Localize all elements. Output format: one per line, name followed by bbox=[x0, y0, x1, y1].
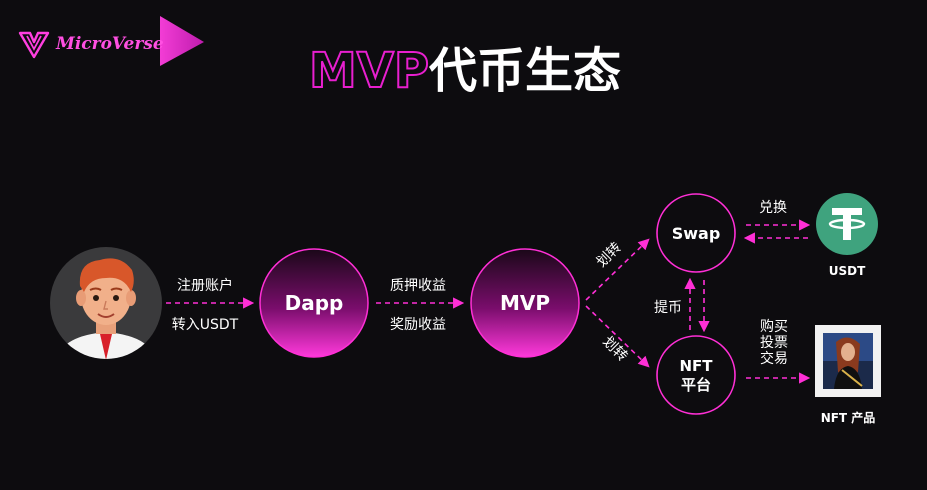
edge-label-exchange: 兑换 bbox=[759, 199, 787, 216]
nft-product-caption: NFT 产品 bbox=[821, 410, 876, 425]
title-highlight: MVP bbox=[309, 43, 429, 99]
logo-text: MicroVerse bbox=[55, 34, 164, 54]
edge-label-reward-yield: 奖励收益 bbox=[390, 316, 446, 333]
node-swap[interactable]: Swap bbox=[656, 193, 736, 273]
brand-logo[interactable]: MicroVerse bbox=[18, 16, 204, 66]
node-mvp-label: MVP bbox=[500, 291, 550, 315]
title-text: 代币生态 bbox=[428, 43, 621, 99]
tether-icon[interactable] bbox=[816, 193, 878, 255]
microverse-logo-icon bbox=[18, 16, 204, 66]
usdt-caption: USDT bbox=[829, 264, 866, 278]
node-dapp[interactable]: Dapp bbox=[259, 248, 369, 358]
nft-artwork-icon[interactable] bbox=[815, 325, 881, 397]
edge-label-buy: 购买 bbox=[760, 319, 788, 335]
edge-label-register: 注册账户 bbox=[177, 277, 233, 294]
edge-label-transfer-nft: 划转 bbox=[599, 334, 630, 365]
edge-label-trade: 交易 bbox=[760, 350, 788, 367]
edge-label-withdraw: 提币 bbox=[654, 300, 682, 316]
edge-label-vote: 投票 bbox=[760, 335, 788, 351]
node-nft-label-line2: 平台 bbox=[681, 376, 711, 394]
node-swap-label: Swap bbox=[672, 224, 721, 243]
edge-label-staking-yield: 质押收益 bbox=[390, 278, 446, 294]
node-mvp[interactable]: MVP bbox=[470, 248, 580, 358]
node-nft-label-line1: NFT bbox=[679, 357, 713, 375]
node-nft-platform[interactable]: NFT 平台 bbox=[656, 335, 736, 415]
node-dapp-label: Dapp bbox=[285, 291, 344, 315]
user-avatar-icon[interactable] bbox=[50, 247, 162, 362]
edge-label-deposit: 转入USDT bbox=[172, 317, 239, 333]
page-title: MVP代币生态 bbox=[309, 43, 621, 99]
